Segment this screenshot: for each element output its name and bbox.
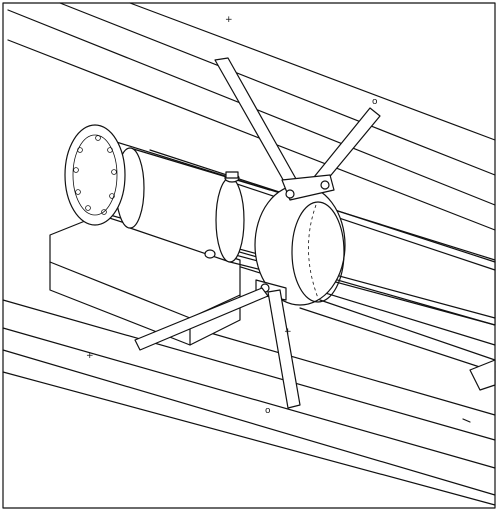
flange	[64, 124, 126, 226]
lower-fitting	[204, 249, 216, 259]
tick-mark	[462, 418, 471, 423]
upper-clamp	[281, 174, 335, 201]
cylinder-sleeve	[115, 147, 271, 273]
circle-mark: o	[265, 406, 271, 416]
circle-mark: o	[372, 97, 378, 107]
plus-mark: +	[225, 15, 233, 25]
top-fitting	[224, 171, 240, 183]
lower-brace	[134, 287, 301, 409]
upper-brace	[214, 57, 381, 193]
right-end	[469, 359, 496, 391]
plus-mark: +	[86, 351, 94, 361]
clamp-ring	[254, 184, 346, 306]
plus-mark: +	[284, 327, 292, 337]
